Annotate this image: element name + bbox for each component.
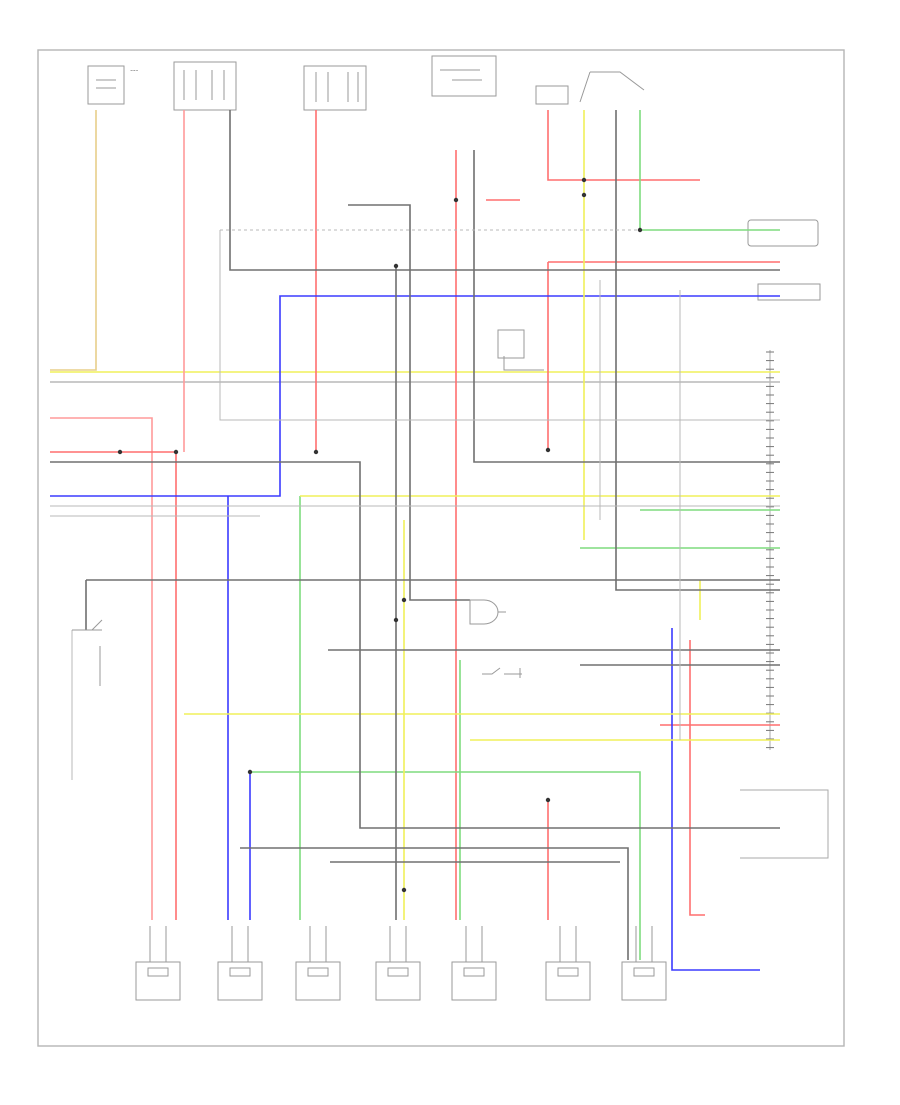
center-connector	[497, 329, 544, 371]
wire-green-top	[639, 110, 780, 231]
wire-red-mid-right	[689, 640, 705, 916]
right-connector-upper	[747, 219, 819, 247]
wire-black-10	[240, 847, 629, 960]
wire-black-8	[615, 110, 780, 591]
wire-black-1	[229, 110, 780, 271]
wire-tan-a	[50, 110, 97, 371]
top-relay	[431, 55, 497, 97]
bottom-sensor-2	[217, 926, 263, 1001]
junction-dot	[393, 617, 399, 623]
right-connector-lower	[757, 283, 821, 301]
junction-dot	[545, 797, 551, 803]
diagram-frame	[37, 49, 845, 1047]
wire-blue-right	[671, 628, 760, 971]
bottom-sensor-6	[545, 926, 591, 1001]
mid-switch	[482, 667, 522, 678]
svg-text:~~~: ~~~	[130, 68, 138, 73]
junction-dot	[581, 177, 587, 183]
wire-black-3	[50, 461, 780, 829]
junction-dot	[401, 597, 407, 603]
top-switch	[535, 71, 645, 105]
wire-blue-main	[50, 295, 780, 497]
wire-black-2	[348, 204, 470, 601]
junction-dot	[453, 197, 459, 203]
top-sensor-b	[173, 61, 237, 111]
junction-dot	[117, 449, 123, 455]
junction-dot	[401, 887, 407, 893]
bottom-sensor-1	[135, 926, 181, 1001]
junction-dot	[581, 192, 587, 198]
ecm-block	[766, 350, 774, 750]
wire-red-left	[50, 451, 177, 920]
logic-gate-symbol	[469, 599, 506, 625]
junction-dot	[637, 227, 643, 233]
wire-red-switch	[547, 110, 700, 181]
junction-dot	[173, 449, 179, 455]
junction-dot	[313, 449, 319, 455]
top-sensor-a: ~~~	[87, 65, 138, 105]
lower-right-box	[740, 789, 829, 859]
bottom-sensor-7	[621, 926, 667, 1001]
wire-green-3	[250, 771, 641, 960]
bottom-sensor-3	[295, 926, 341, 1001]
junction-dot	[247, 769, 253, 775]
bottom-sensor-4	[375, 926, 421, 1001]
junction-dot	[393, 263, 399, 269]
wire-gray-2	[219, 230, 780, 421]
wire-pink-left	[50, 417, 153, 920]
top-sensor-c	[303, 65, 367, 111]
bottom-sensor-5	[451, 926, 497, 1001]
junction-dot	[545, 447, 551, 453]
left-switch	[72, 619, 103, 686]
wire-black-7	[473, 150, 780, 463]
wire-red-right	[547, 261, 780, 450]
